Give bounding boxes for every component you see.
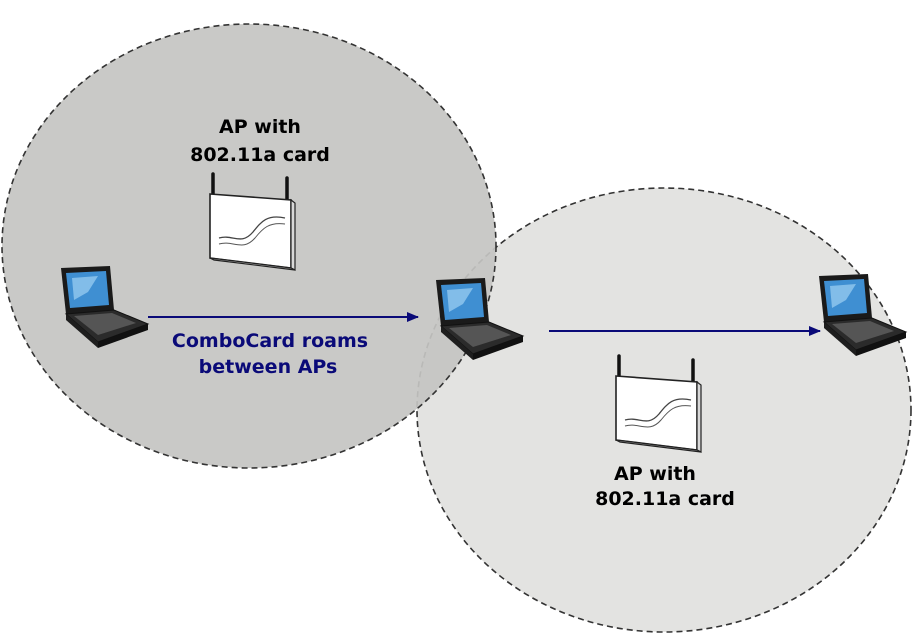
- ap-top-label-line2: 802.11a card: [190, 144, 330, 166]
- ap-bottom-label-line1: AP with: [614, 463, 696, 485]
- roam-caption-line1: ComboCard roams: [172, 330, 368, 352]
- ap-top-label-line1: AP with: [219, 116, 301, 138]
- roam-caption-line2: between APs: [199, 356, 338, 378]
- ap-bottom-label-line2: 802.11a card: [595, 488, 735, 510]
